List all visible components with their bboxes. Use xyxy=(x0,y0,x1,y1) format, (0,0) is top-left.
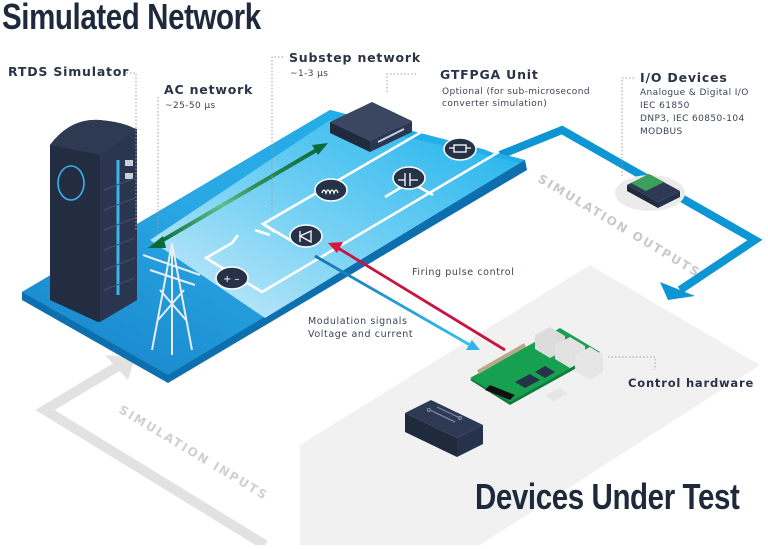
svg-text:+ –: + – xyxy=(223,274,240,285)
ac-network-label: AC network xyxy=(164,82,254,97)
gtfpga-unit-device xyxy=(330,102,412,152)
voltage-source-icon: + – xyxy=(215,266,249,290)
diode-icon xyxy=(289,224,323,248)
io-device xyxy=(615,174,685,211)
io-devices-label: I/O Devices xyxy=(640,70,728,85)
resistor-icon xyxy=(443,137,477,161)
io-devices-item: IEC 61850 xyxy=(640,101,690,111)
gtfpga-unit-label: GTFPGA Unit xyxy=(440,67,539,82)
substep-network-label: Substep network xyxy=(289,50,422,65)
inductor-icon xyxy=(314,178,348,202)
rtds-simulator-label: RTDS Simulator xyxy=(8,64,130,79)
modulation-signals-arrow xyxy=(314,254,480,350)
modulation-signals-line1: Modulation signals xyxy=(308,316,408,327)
transmission-tower-icon xyxy=(142,242,201,355)
substep-network-timestep: ~1-3 µs xyxy=(290,69,329,79)
capacitor-icon xyxy=(392,166,426,190)
dut-plate xyxy=(300,265,760,545)
devices-under-test-title: Devices Under Test xyxy=(475,476,740,517)
io-devices-item: MODBUS xyxy=(640,127,683,137)
ac-network-timestep: ~25-50 µs xyxy=(165,101,216,111)
gtfpga-unit-desc-line1: Optional (for sub-microsecond xyxy=(442,87,590,97)
modulation-signals-line2: Voltage and current xyxy=(308,329,414,340)
ac-substep-interface-arrow xyxy=(148,143,328,248)
simulation-inputs-arrow xyxy=(35,355,268,549)
gtfpga-unit-desc-line2: converter simulation) xyxy=(442,99,548,109)
control-hardware-label: Control hardware xyxy=(628,376,755,390)
io-devices-item: Analogue & Digital I/O xyxy=(640,88,749,98)
simulation-outputs-arrow xyxy=(498,125,763,300)
rtds-simulator-rack xyxy=(50,119,137,323)
control-hardware-board xyxy=(470,327,603,405)
io-devices-item: DNP3, IEC 60850-104 xyxy=(640,114,745,124)
simulation-inputs-label: SIMULATION INPUTS xyxy=(116,403,270,503)
leader-lines xyxy=(123,56,656,370)
firing-pulse-arrow xyxy=(328,242,506,352)
simulated-network-title: Simulated Network xyxy=(2,0,261,37)
firing-pulse-label: Firing pulse control xyxy=(412,267,515,278)
device-under-test-box xyxy=(405,400,483,457)
